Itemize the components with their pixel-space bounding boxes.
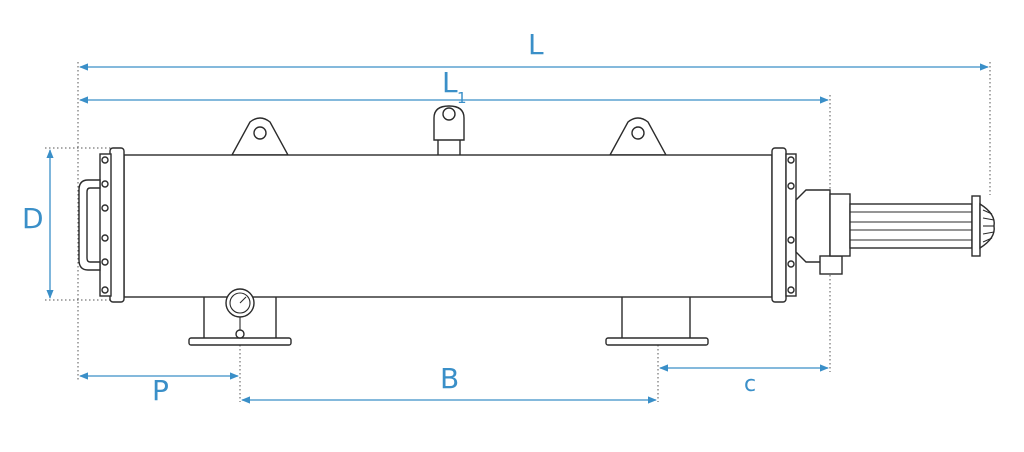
label-L1-subscript: 1 [457, 89, 467, 107]
filter-housing [78, 105, 995, 346]
label-C: c [744, 372, 756, 397]
label-B: B [440, 362, 459, 395]
right-end-flange [771, 147, 797, 303]
lifting-lug-left [230, 117, 290, 156]
handle-icon [78, 179, 101, 271]
motor-fan-icon [979, 202, 995, 250]
outlet-port [605, 283, 709, 346]
extension-lines [45, 62, 991, 402]
left-end-flange [99, 147, 125, 303]
label-L1: L [442, 66, 458, 99]
dimension-lines [46, 63, 989, 404]
label-P: P [152, 374, 169, 407]
actuator-assembly [795, 189, 981, 275]
label-D: D [22, 202, 44, 235]
lifting-lug-right [608, 117, 668, 156]
air-vent-valve [433, 105, 465, 157]
main-cylinder [123, 154, 773, 298]
pressure-gauge-icon [225, 288, 255, 339]
label-L: L [528, 28, 544, 61]
